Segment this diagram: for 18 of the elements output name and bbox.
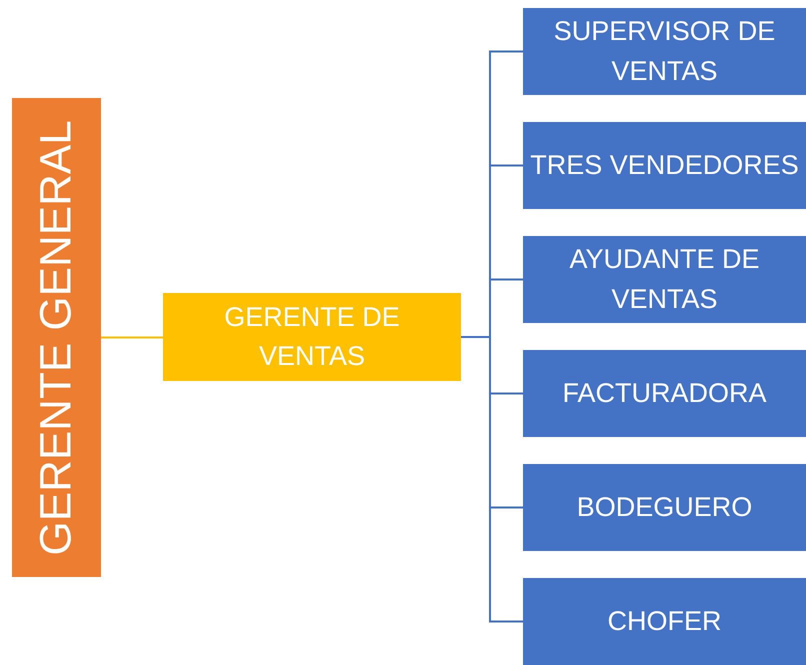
role-box bbox=[523, 8, 806, 95]
box-label: AYUDANTE DE VENTAS bbox=[568, 243, 761, 316]
box-label: SUPERVISOR DE VENTAS bbox=[552, 15, 776, 88]
connector-line bbox=[101, 336, 163, 338]
role-box bbox=[523, 236, 806, 323]
connector-line bbox=[461, 336, 523, 622]
box-label: GERENTE GENERAL bbox=[30, 120, 82, 556]
role-box bbox=[523, 464, 806, 551]
role-box bbox=[523, 122, 806, 209]
box-label: CHOFER bbox=[608, 604, 722, 638]
manager-box bbox=[163, 293, 461, 381]
box-label: GERENTE DE VENTAS bbox=[223, 300, 401, 373]
box-label: BODEGUERO bbox=[576, 490, 752, 524]
role-box bbox=[523, 578, 806, 665]
box-label: TRES VENDEDORES bbox=[530, 148, 799, 182]
role-box bbox=[523, 350, 806, 437]
root-box bbox=[12, 98, 101, 577]
box-label: FACTURADORA bbox=[562, 376, 767, 410]
